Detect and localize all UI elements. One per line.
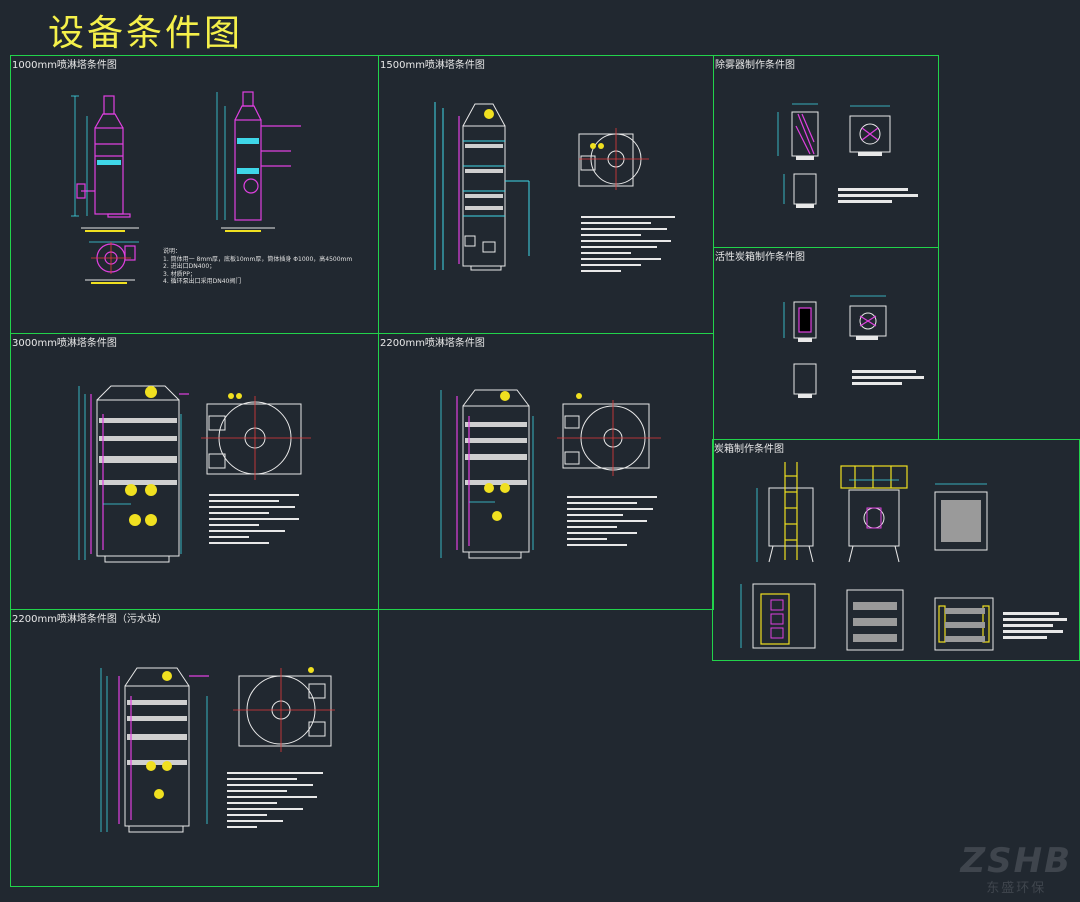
carbon-box-drawing <box>783 295 924 398</box>
notes-line: 4. 循环泵出口采用DN40阀门 <box>163 278 242 285</box>
panel-tower-3000: 3000mm喷淋塔条件图 <box>10 333 379 610</box>
tower-2200-drawing <box>440 389 661 559</box>
notes-1000: 说明： 1. 筒体用一 8mm厚，底板10mm厚，筒体插身 Φ1000，高450… <box>163 248 352 286</box>
watermark-sub: 东盛环保 <box>986 881 1047 896</box>
tower-3000-drawing <box>78 385 311 563</box>
panel-label: 1500mm喷淋塔条件图 <box>380 60 485 71</box>
panel-label: 3000mm喷淋塔条件图 <box>12 338 117 349</box>
panel-label: 活性炭箱制作条件图 <box>715 252 805 263</box>
notes-line: 2. 进出口DN400； <box>163 263 216 270</box>
watermark-logo: ZSHB 东盛环保 <box>960 841 1072 896</box>
panel-tower-2200-sewage: 2200mm喷淋塔条件图（污水站） <box>10 609 379 887</box>
tower-1000-drawing <box>71 91 301 284</box>
notes-line: 3. 材质PP； <box>163 270 196 278</box>
tower-2200-sewage-drawing <box>100 667 335 833</box>
panel-tower-1000: 1000mm喷淋塔条件图 <box>10 55 379 334</box>
panel-tower-1500: 1500mm喷淋塔条件图 <box>378 55 714 334</box>
panel-label: 炭箱制作条件图 <box>714 444 784 455</box>
panel-label: 除雾器制作条件图 <box>715 60 795 71</box>
panel-demister: 除雾器制作条件图 <box>713 55 939 248</box>
notes-line: 1. 筒体用一 8mm厚，底板10mm厚，筒体插身 Φ1000，高4500mm <box>163 255 353 263</box>
tower-1500-drawing <box>434 102 675 272</box>
panel-label: 2200mm喷淋塔条件图（污水站） <box>12 614 167 625</box>
page-title: 设备条件图 <box>48 13 244 54</box>
panel-box: 炭箱制作条件图 <box>712 439 1080 661</box>
panel-label: 1000mm喷淋塔条件图 <box>12 60 117 71</box>
demister-drawing <box>777 103 918 208</box>
box-drawing <box>740 462 1067 651</box>
notes-heading: 说明： <box>163 248 182 255</box>
panel-label: 2200mm喷淋塔条件图 <box>380 338 485 349</box>
panel-carbon-box: 活性炭箱制作条件图 <box>713 247 939 440</box>
panel-tower-2200: 2200mm喷淋塔条件图 <box>378 333 714 610</box>
watermark-brand: ZSHB <box>960 841 1072 881</box>
